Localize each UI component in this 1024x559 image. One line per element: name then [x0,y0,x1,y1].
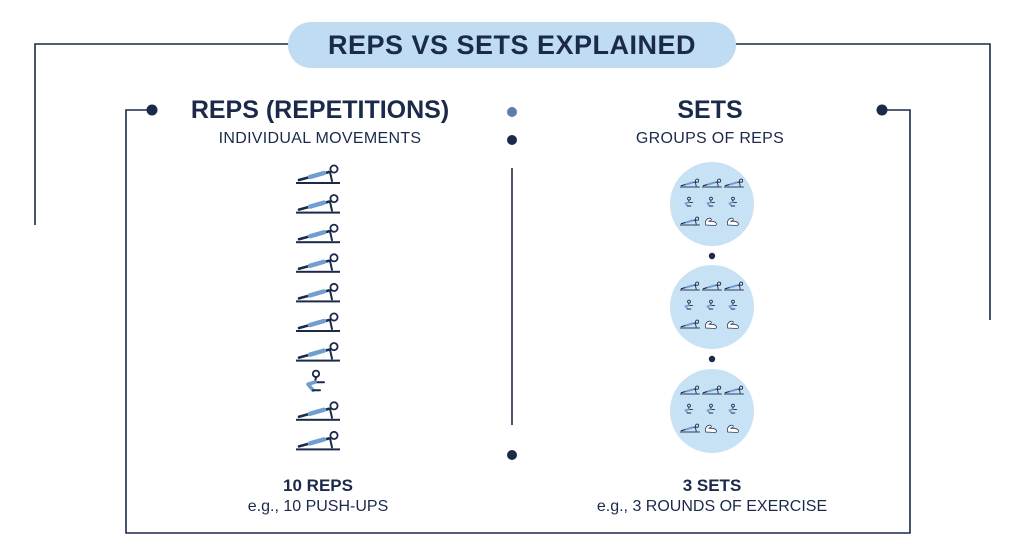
squat-icon [728,403,738,414]
flex-icon [705,424,717,433]
set-circle [670,369,754,453]
squat-icon [684,196,694,207]
sets-heading: SETS [677,96,743,124]
pushup-icon [702,178,722,188]
set-circle [670,265,754,349]
pushup-icon [724,281,744,291]
set-connector-dot [708,252,716,260]
flex-icon [727,424,739,433]
pushup-icon [724,178,744,188]
reps-subheading: INDIVIDUAL MOVEMENTS [218,130,422,147]
page-title: REPS VS SETS EXPLAINED [288,22,736,68]
pushup-icon [296,342,340,362]
squat-icon [706,299,716,310]
flex-icon [705,217,717,226]
outer-frame [34,43,991,320]
sets-example: e.g., 3 ROUNDS OF EXERCISE [596,498,828,515]
flex-icon [727,217,739,226]
pushup-icon [296,401,340,421]
sets-subheading: GROUPS OF REPS [635,130,785,147]
pushup-icon [680,178,700,188]
set-circle [670,162,754,246]
frame-dot-left [146,104,158,116]
divider-dot-bottom [507,450,517,460]
set-connector-dot [708,355,716,363]
set-group [670,162,754,246]
reps-total: 10 REPS [283,476,353,495]
pushup-icon [702,281,722,291]
reps-example: e.g., 10 PUSH-UPS [247,498,389,515]
pushup-icon [296,430,340,451]
pushup-icon [680,319,700,329]
pushup-icon [680,281,700,291]
flex-icon [727,320,739,329]
squat-icon [706,196,716,207]
pushup-icon [296,253,340,273]
squat-icon [306,369,325,393]
center-divider [507,107,517,460]
squat-icon [728,196,738,207]
pushup-icon [724,385,744,395]
pushup-icon [296,194,340,214]
pushup-icon [680,216,700,226]
flex-icon [705,320,717,329]
set-group [670,265,754,349]
squat-icon [684,299,694,310]
divider-dot [507,135,517,145]
divider-dot-top [507,107,517,117]
squat-icon [706,403,716,414]
pushup-icon [702,385,722,395]
pushup-icon [296,282,340,303]
pushup-icon [296,164,340,184]
set-group [670,369,754,453]
reps-icon-column [296,164,340,451]
set-groups [670,162,754,453]
frame-dot-right [876,104,888,116]
pushup-icon [296,312,340,332]
pushup-icon [680,385,700,395]
pushup-icon [680,423,700,433]
pushup-icon [296,223,340,244]
inner-frame [125,109,911,534]
reps-heading: REPS (REPETITIONS) [190,96,450,124]
sets-total: 3 SETS [682,476,742,495]
squat-icon [684,403,694,414]
squat-icon [728,299,738,310]
